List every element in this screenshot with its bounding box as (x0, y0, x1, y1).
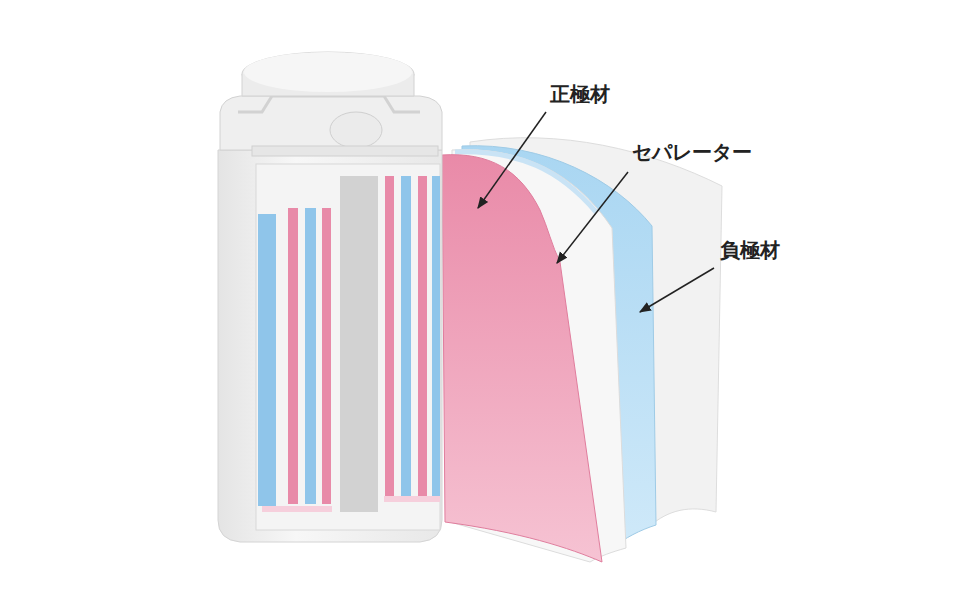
battery-body (218, 150, 442, 542)
cut-face (256, 164, 440, 530)
top-plate (252, 146, 438, 156)
part-label: 負極材 (720, 238, 780, 262)
center-core (340, 176, 378, 512)
leader-arrow (640, 268, 714, 312)
inner-pink (288, 208, 298, 504)
part-label: 正極材 (550, 82, 610, 106)
inner-blue (401, 176, 411, 496)
inner-blue (258, 214, 276, 506)
battery-shoulder (220, 96, 442, 150)
part-label: セパレーター (632, 140, 752, 164)
bottom-bar (262, 506, 332, 512)
inner-pink (418, 176, 427, 496)
cap-top (242, 52, 414, 96)
inner-pink (385, 176, 394, 496)
inner-pink (322, 208, 331, 504)
inner-blue (432, 176, 440, 496)
cap-ring (238, 96, 420, 112)
leader-arrow (557, 172, 628, 263)
positive-sheet (442, 155, 602, 562)
cap-top-face (244, 52, 412, 92)
inner-blue (305, 208, 316, 504)
leader-arrow (478, 112, 546, 208)
bottom-bar (384, 496, 440, 502)
vent (330, 112, 382, 148)
